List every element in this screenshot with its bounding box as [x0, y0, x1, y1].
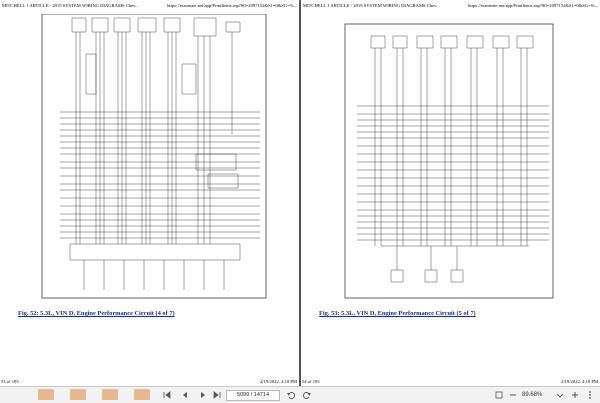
thumbnail-chip[interactable]: [134, 389, 150, 400]
header-url: https://eraonsite.net/app/PrintItems.asp…: [468, 3, 598, 8]
zoom-out-icon[interactable]: [508, 390, 518, 400]
page-count: 53 of 193: [1, 379, 19, 384]
first-page-icon[interactable]: [162, 390, 172, 400]
document-page-left: MITCHELL 1 ARTICLE - 2019 SYSTEM WIRING …: [0, 0, 299, 386]
print-date: 2/19/2022, 4:18 PM: [260, 379, 297, 384]
wiring-diagram-5-of-7: [344, 23, 554, 299]
prev-page-icon[interactable]: [180, 390, 190, 400]
wiring-diagram-4-of-7: [41, 14, 267, 299]
viewer-toolbar: 5099 / 14714 89.68%: [0, 386, 600, 403]
figure-caption[interactable]: Fig. 53: 5.3L, VIN D, Engine Performance…: [319, 310, 476, 317]
rotate-right-icon[interactable]: [302, 390, 312, 400]
next-page-icon[interactable]: [198, 390, 208, 400]
more-options-icon[interactable]: [586, 390, 594, 400]
rotate-left-icon[interactable]: [286, 390, 296, 400]
page-header: MITCHELL 1 ARTICLE - 2019 SYSTEM WIRING …: [2, 1, 297, 10]
header-title: MITCHELL 1 ARTICLE - 2019 SYSTEM WIRING …: [2, 3, 139, 8]
header-title: MITCHELL 1 ARTICLE - 2019 SYSTEM WIRING …: [303, 3, 440, 8]
header-url: https://eraonsite.net/app/PrintItems.asp…: [167, 3, 297, 8]
zoom-level[interactable]: 89.68%: [522, 392, 543, 398]
fit-page-icon[interactable]: [494, 390, 504, 400]
page-footer: 53 of 193 2/19/2022, 4:18 PM: [1, 378, 297, 386]
page-header: MITCHELL 1 ARTICLE - 2019 SYSTEM WIRING …: [303, 1, 598, 10]
thumbnail-chip[interactable]: [38, 389, 54, 400]
last-page-icon[interactable]: [212, 390, 222, 400]
thumbnail-chip[interactable]: [70, 389, 86, 400]
print-date: 2/19/2022, 4:18 PM: [561, 379, 598, 384]
zoom-in-icon[interactable]: [570, 390, 580, 400]
zoom-dropdown-icon[interactable]: [556, 390, 564, 400]
page-count: 54 of 193: [302, 379, 320, 384]
thumbnail-chip[interactable]: [102, 389, 118, 400]
figure-caption[interactable]: Fig. 52: 5.3L, VIN D, Engine Performance…: [18, 310, 175, 317]
page-number-input[interactable]: 5099 / 14714: [226, 390, 280, 401]
page-footer: 54 of 193 2/19/2022, 4:18 PM: [302, 378, 598, 386]
document-page-right: MITCHELL 1 ARTICLE - 2019 SYSTEM WIRING …: [301, 0, 600, 386]
